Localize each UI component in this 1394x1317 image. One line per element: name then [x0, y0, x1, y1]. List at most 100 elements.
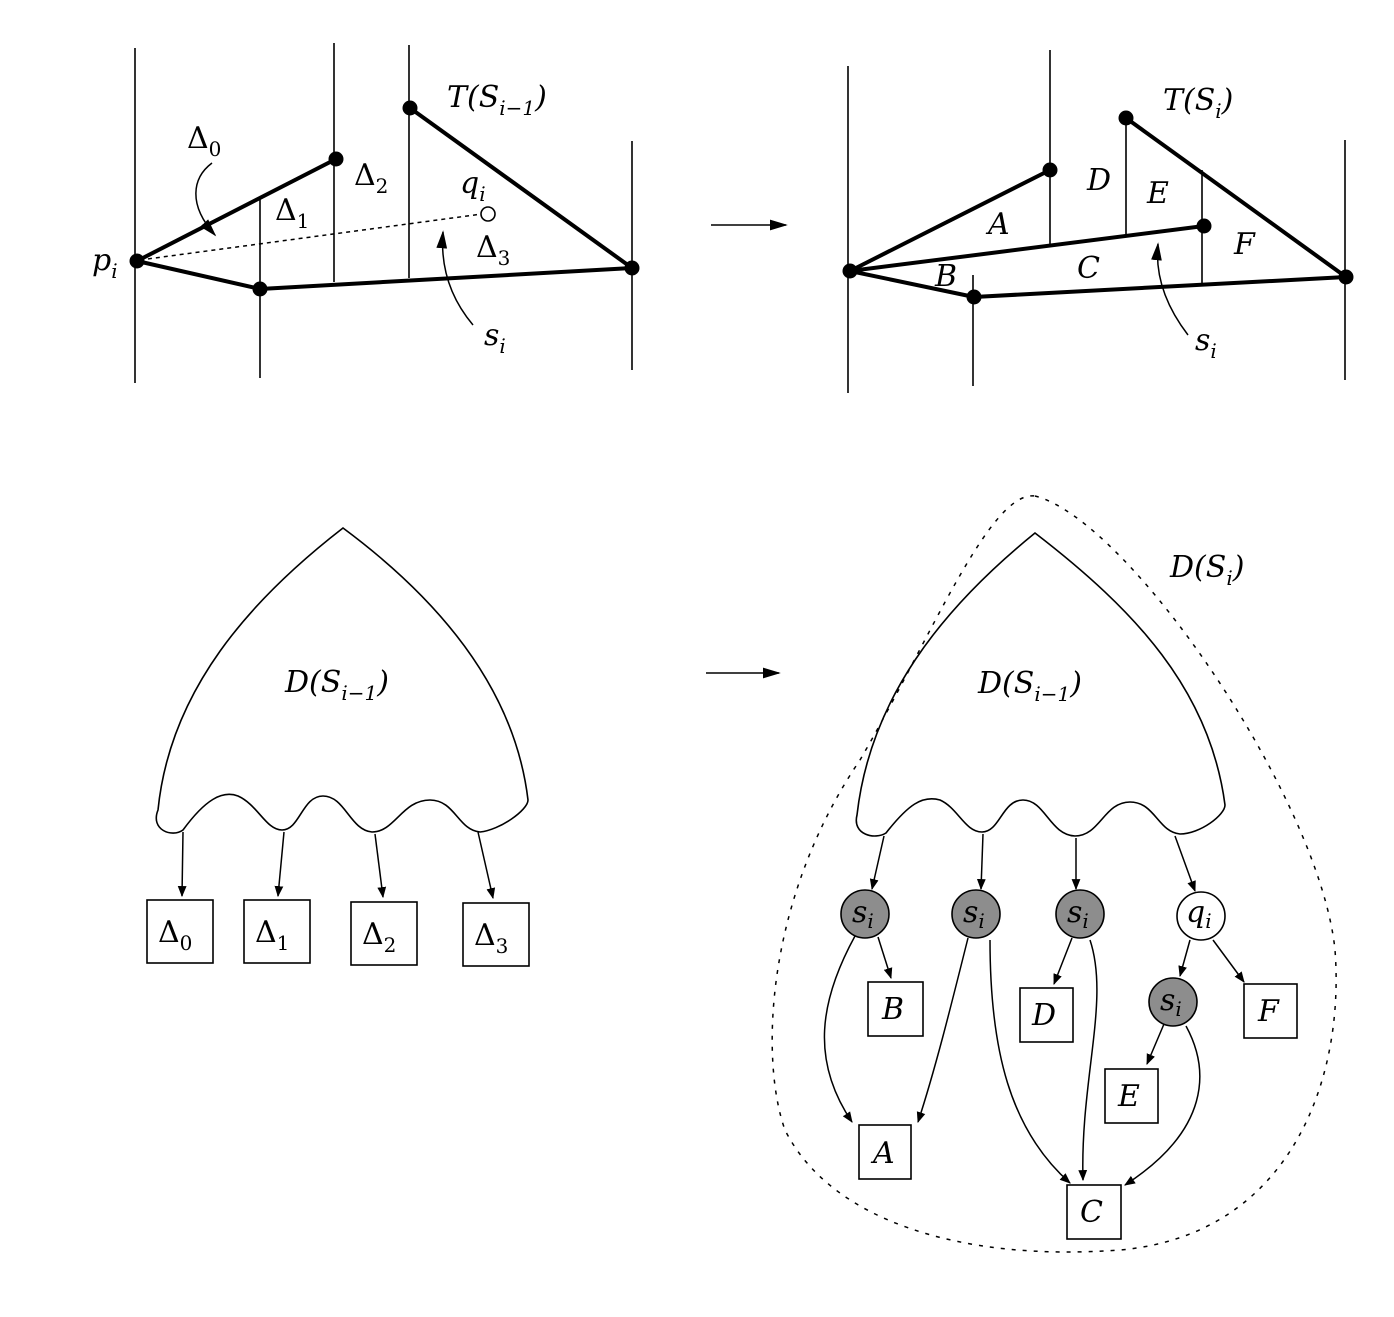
top-left-map: T(Si−1) pi qi si Δ0 Δ1 Δ2 Δ3: [92, 43, 640, 383]
s-node-circle: [840, 889, 890, 939]
edge-blob-s1: [869, 835, 885, 891]
label-delta-2: Δ2: [354, 158, 388, 198]
segment-upper: [849, 168, 1051, 273]
leaf-delta0: [146, 899, 214, 964]
edge-s4-E: [1146, 1023, 1165, 1066]
edge-to-delta3: [477, 831, 496, 900]
edge-q-F: [1212, 939, 1245, 983]
label-delta-0: Δ0: [187, 121, 221, 161]
region-A: A: [985, 207, 1010, 242]
node-s-2: si: [951, 889, 1001, 939]
s-node-circle: [1055, 889, 1105, 939]
leaf-E: [1104, 1068, 1159, 1124]
edge-blob-q: [1174, 835, 1196, 893]
edge-s3-C: [1078, 939, 1098, 1182]
s-node-label: si: [963, 895, 985, 933]
title-T-Si-1: T(Si−1): [447, 80, 547, 120]
edge-to-delta0: [177, 831, 187, 898]
s-node-circle: [1148, 977, 1198, 1027]
blob-label: D(Si−1): [284, 665, 389, 705]
label-s-i: si: [1195, 323, 1217, 363]
q-node-circle: [1176, 891, 1226, 941]
title-T-Si: T(Si): [1163, 83, 1233, 123]
leaf-delta3: [462, 902, 530, 967]
si-pointer-arrow: [1151, 242, 1189, 336]
q-node-label: qi: [1186, 895, 1212, 933]
leaf-F: [1243, 983, 1298, 1039]
leaf-delta1: [243, 899, 311, 964]
label-p-i: pi: [92, 243, 118, 283]
new-segment-dashed: [139, 213, 483, 261]
s-node-circle: [951, 889, 1001, 939]
leaf-C: [1066, 1184, 1122, 1240]
endpoint: [1042, 162, 1058, 178]
point-p: [129, 253, 145, 269]
region-F: F: [1233, 227, 1256, 262]
leaf-delta0-label: Δ0: [158, 915, 192, 955]
leaf-D: [1019, 987, 1074, 1043]
edge-s3-D: [1053, 937, 1073, 986]
s-node-label: si: [1160, 983, 1182, 1021]
label-delta-3: Δ3: [476, 230, 510, 270]
region-E: E: [1146, 176, 1169, 211]
segment-lower-a: [849, 269, 975, 299]
endpoint: [252, 281, 268, 297]
edge-s2-C: [989, 939, 1071, 1184]
region-B: B: [934, 259, 957, 294]
edge-blob-s2: [976, 833, 986, 891]
segment-lower-a: [136, 259, 261, 291]
leaf-A: [858, 1124, 912, 1180]
top-right-map: T(Si) A B C D E F si: [842, 50, 1354, 393]
edge-q-s4: [1178, 939, 1191, 978]
region-D: D: [1086, 163, 1111, 198]
bottom-right-structure: D(Si) D(Si−1) si si si: [771, 495, 1337, 1253]
segment-lower-b: [259, 266, 633, 291]
s-node-label: si: [1067, 895, 1089, 933]
bottom-left-structure: D(Si−1) Δ0 Δ1 Δ2 Δ3: [146, 526, 530, 967]
label-q-i: qi: [460, 166, 486, 206]
segment-si: [849, 224, 1205, 273]
label-delta-1: Δ1: [275, 193, 309, 233]
delta0-pointer-arrow: [195, 162, 217, 237]
blob-D-Si-1: [855, 531, 1226, 837]
label-s-i: si: [484, 318, 506, 358]
endpoint: [402, 100, 418, 116]
endpoint: [328, 151, 344, 167]
segment-upper: [136, 157, 337, 263]
segment-lower-b: [973, 275, 1347, 299]
leaf-C-label: C: [1080, 1195, 1103, 1230]
edge-to-delta2: [374, 833, 387, 899]
point-p: [842, 263, 858, 279]
outer-boundary-D-Si: [771, 495, 1337, 1253]
blob-D-Si-1: [155, 526, 529, 834]
leaf-E-label: E: [1117, 1079, 1140, 1114]
segment-top: [1124, 116, 1348, 279]
endpoint: [966, 289, 982, 305]
point-q: [480, 206, 496, 222]
segment-top: [408, 106, 634, 270]
endpoint: [1338, 269, 1354, 285]
node-s-4: si: [1148, 977, 1198, 1027]
edge-s4-C: [1124, 1025, 1201, 1186]
edge-s2-A: [916, 937, 969, 1124]
node-s-3: si: [1055, 889, 1105, 939]
node-q: qi: [1176, 891, 1226, 941]
node-s-1: si: [840, 889, 890, 939]
leaf-A-label: A: [870, 1136, 895, 1171]
leaf-delta1-label: Δ1: [255, 915, 289, 955]
region-C: C: [1077, 251, 1100, 286]
leaf-B-label: B: [881, 992, 904, 1027]
endpoint: [624, 260, 640, 276]
leaf-B: [867, 981, 924, 1037]
outer-label: D(Si): [1169, 550, 1244, 590]
blob-label: D(Si−1): [977, 666, 1082, 706]
edge-to-delta1: [274, 831, 285, 898]
leaf-D-label: D: [1031, 998, 1056, 1033]
edge-s1-A: [823, 935, 856, 1123]
leaf-delta2-label: Δ2: [362, 917, 396, 957]
edge-s1-B: [877, 936, 893, 980]
endpoint: [1118, 110, 1134, 126]
point-q: [1196, 218, 1212, 234]
